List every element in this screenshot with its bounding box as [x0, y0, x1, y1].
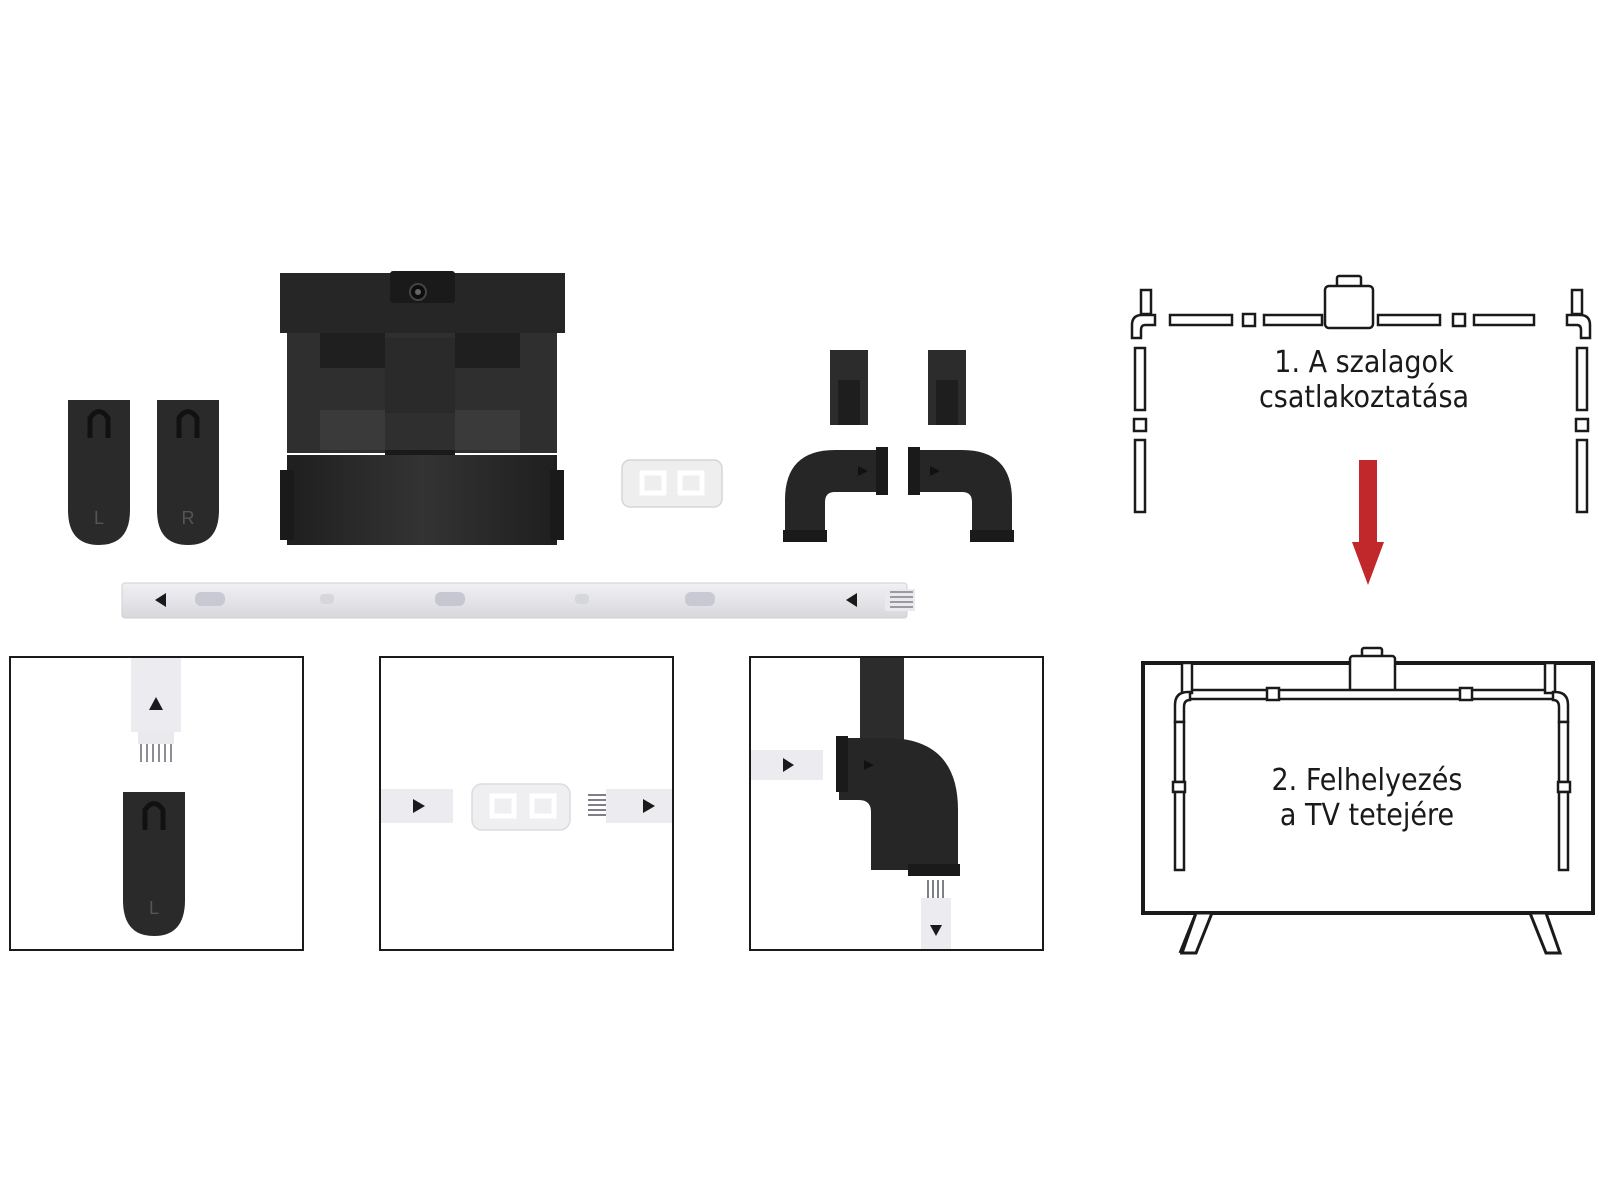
strip-arrow-icon [149, 697, 163, 710]
control-box [280, 271, 565, 545]
end-cap-right-letter: R [182, 508, 195, 528]
straight-connector [621, 459, 723, 508]
step1-line1: 1. A szalagok [1274, 345, 1454, 380]
led-strip [121, 582, 915, 619]
detail-box-straight-connector [379, 656, 674, 951]
corner-connector-right [908, 350, 1014, 542]
strip-arrow-icon [846, 593, 857, 607]
strip-arrow-icon [413, 799, 425, 813]
step1-frame-diagram [1130, 274, 1592, 514]
strip-arrow-icon [155, 593, 166, 607]
strip-arrow-icon [783, 758, 794, 772]
step1-line2: csatlakoztatása [1259, 380, 1469, 415]
end-cap-left-letter: L [94, 508, 104, 528]
detail-box-end-cap: L [9, 656, 304, 951]
step2-tv-diagram [1141, 646, 1595, 955]
red-arrow-down-icon [1352, 460, 1384, 585]
end-cap-right: R [157, 400, 219, 545]
strip-arrow-icon [643, 799, 655, 813]
strip-arrow-icon [930, 925, 942, 936]
step2-line1: 2. Felhelyezés [1272, 763, 1463, 798]
corner-connector-left [783, 350, 888, 542]
end-cap-left: L [68, 400, 130, 545]
step2-line2: a TV tetejére [1280, 798, 1454, 833]
detail-box-corner-connector [749, 656, 1044, 951]
detail-cap-letter: L [149, 898, 159, 918]
